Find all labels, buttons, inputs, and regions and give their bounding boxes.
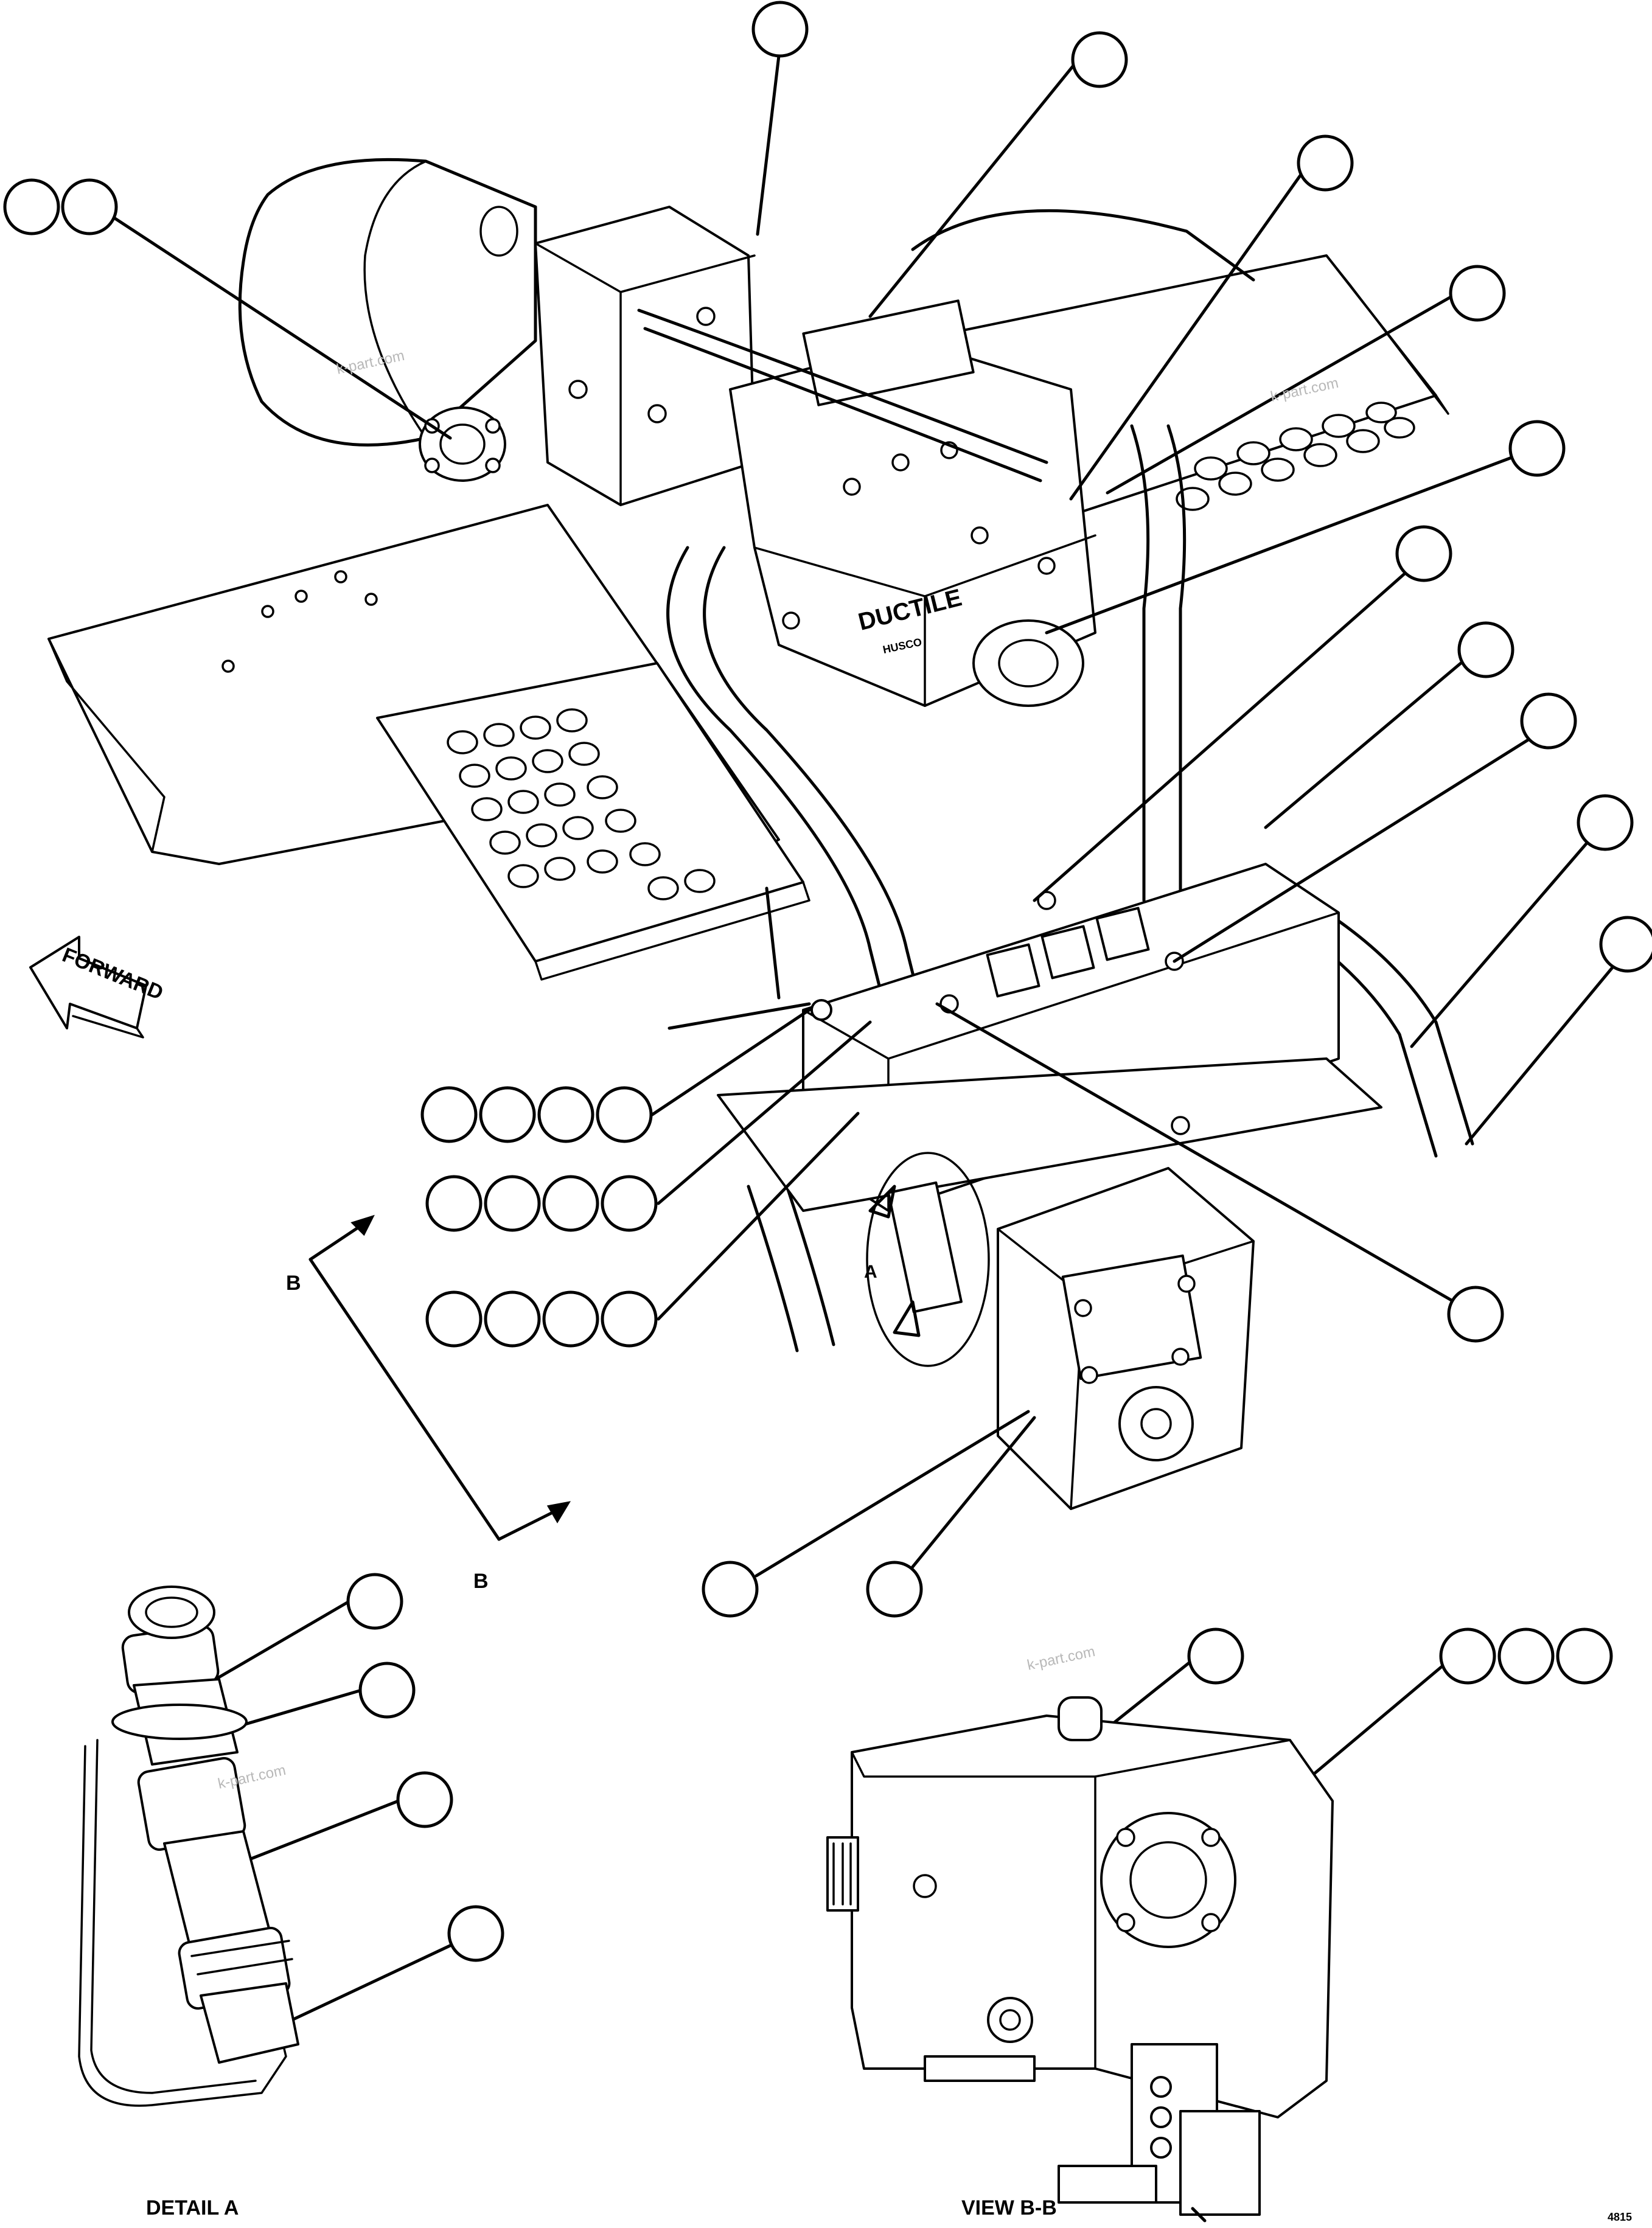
callout-balloon	[866, 1561, 923, 1618]
callout-balloons	[3, 1, 1652, 1962]
detail-a-view: DETAIL A	[78, 1586, 299, 2219]
callout-balloon	[1508, 420, 1566, 477]
lower-crossmember	[717, 1057, 1382, 1212]
callout-balloon	[420, 1086, 478, 1143]
callout-balloon	[61, 178, 118, 235]
callout-balloon	[1449, 265, 1506, 322]
callout-balloon	[346, 1573, 403, 1630]
callout-balloon	[1187, 1627, 1244, 1685]
deck-holes-right	[1176, 402, 1415, 511]
callout-balloon	[1395, 525, 1452, 582]
left-step-plate	[376, 662, 810, 981]
main-assembly: DUCTILE HUSCO	[29, 158, 1474, 1593]
callout-balloon	[751, 1, 809, 58]
step-plate-holes	[447, 708, 716, 900]
callout-balloon	[601, 1290, 658, 1348]
callout-balloon	[542, 1290, 599, 1348]
callout-balloon	[396, 1771, 453, 1828]
callout-balloon	[484, 1290, 541, 1348]
tandem-pump-body: DUCTILE HUSCO	[729, 299, 1096, 707]
leader-lines	[96, 44, 1629, 2022]
callout-balloon	[1520, 692, 1577, 750]
callout-balloon	[1577, 794, 1634, 851]
callout-balloon	[601, 1175, 658, 1232]
view-bb: VIEW B-B	[826, 1696, 1334, 2223]
callout-balloon	[702, 1561, 759, 1618]
callout-balloon	[1439, 1627, 1496, 1685]
detail-a-marker: A	[864, 1262, 877, 1282]
callout-balloon	[1297, 134, 1354, 192]
section-b-label-top: B	[286, 1272, 301, 1295]
callout-balloon	[425, 1290, 483, 1348]
callout-balloon	[3, 178, 60, 235]
forward-arrow: FORWARD	[29, 936, 167, 1039]
tank-cylinder	[238, 158, 537, 447]
callout-balloon	[484, 1175, 541, 1232]
section-b-label-bottom: B	[473, 1570, 489, 1593]
hose-lines	[637, 209, 1474, 1352]
watermark: k-part.com	[335, 347, 406, 378]
watermark: k-part.com	[1026, 1643, 1096, 1674]
callout-balloon	[542, 1175, 599, 1232]
section-b-cut-line: B B	[286, 1214, 571, 1593]
callout-balloon	[425, 1175, 483, 1232]
detail-a-reference: A	[864, 1152, 990, 1367]
callout-balloon	[596, 1086, 653, 1143]
port-flange-left	[419, 406, 506, 482]
callout-balloon	[1556, 1627, 1613, 1685]
callout-balloon	[447, 1905, 504, 1962]
control-linkage	[667, 886, 832, 1030]
view-bb-caption: VIEW B-B	[961, 2196, 1057, 2219]
callout-balloon	[1447, 1286, 1504, 1343]
callout-balloon	[479, 1086, 536, 1143]
callout-balloon	[1599, 916, 1652, 973]
sheet-code: 4815	[1608, 2211, 1632, 2223]
callout-balloon	[1071, 31, 1128, 88]
auxiliary-pump	[997, 1167, 1255, 1510]
callout-balloon	[1497, 1627, 1555, 1685]
callout-balloon	[537, 1086, 594, 1143]
callout-balloon	[358, 1662, 416, 1719]
callout-balloon	[1457, 621, 1514, 678]
detail-a-caption: DETAIL A	[146, 2196, 239, 2219]
